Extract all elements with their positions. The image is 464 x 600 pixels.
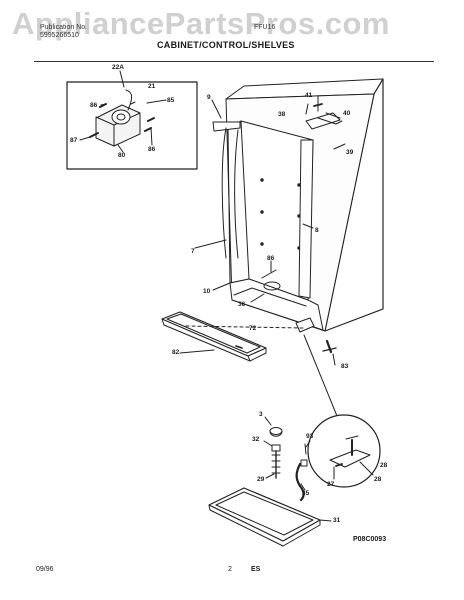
callout-80: 80 bbox=[118, 152, 126, 159]
footer-language: ES bbox=[251, 566, 261, 573]
callout-41: 41 bbox=[305, 92, 313, 99]
callout-35: 35 bbox=[302, 490, 310, 497]
callout-28-inner: 28 bbox=[380, 462, 388, 469]
callout-22a: 22A bbox=[112, 64, 124, 71]
callout-87: 87 bbox=[70, 137, 78, 144]
callout-10: 10 bbox=[203, 288, 211, 295]
callout-86-top: 86 bbox=[90, 102, 98, 109]
callout-93: 93 bbox=[306, 433, 314, 440]
callout-86-right: 86 bbox=[148, 146, 156, 153]
zoom-leader-line bbox=[303, 334, 338, 417]
callout-28: 28 bbox=[374, 476, 382, 483]
callout-7: 7 bbox=[191, 248, 195, 255]
callout-39: 39 bbox=[346, 149, 354, 156]
callout-32: 32 bbox=[252, 436, 260, 443]
kick-plate bbox=[161, 311, 304, 362]
publication-number: 5995266510 bbox=[40, 32, 79, 39]
callout-9: 9 bbox=[207, 94, 211, 101]
lower-parts bbox=[208, 416, 332, 547]
callout-83: 83 bbox=[341, 363, 349, 370]
callout-40: 40 bbox=[343, 110, 351, 117]
callout-3: 3 bbox=[259, 411, 263, 418]
callout-8: 8 bbox=[315, 227, 319, 234]
callout-27: 27 bbox=[327, 481, 335, 488]
footer-page-number: 2 bbox=[228, 566, 232, 573]
freezer-cabinet bbox=[194, 78, 384, 366]
callout-31: 31 bbox=[333, 517, 341, 524]
callout-86-drain: 86 bbox=[267, 255, 275, 262]
callout-72: 72 bbox=[249, 325, 257, 332]
zoom-circle-hinge-detail bbox=[307, 414, 381, 488]
callout-85: 85 bbox=[167, 97, 175, 104]
callout-21: 21 bbox=[148, 83, 156, 90]
model-number: FFU16 bbox=[254, 24, 276, 31]
callout-36: 36 bbox=[238, 301, 246, 308]
footer-date: 09/96 bbox=[36, 566, 54, 573]
callout-38: 38 bbox=[278, 111, 286, 118]
callout-82: 82 bbox=[172, 349, 180, 356]
figure-code: P08C0093 bbox=[353, 536, 387, 543]
header-rule bbox=[34, 61, 434, 62]
callout-29: 29 bbox=[257, 476, 265, 483]
page-title: CABINET/CONTROL/SHELVES bbox=[157, 40, 295, 50]
inset-control-box bbox=[66, 70, 198, 170]
watermark: AppliancePartsPros.com bbox=[12, 6, 390, 41]
publication-label: Publication No. bbox=[40, 24, 88, 31]
